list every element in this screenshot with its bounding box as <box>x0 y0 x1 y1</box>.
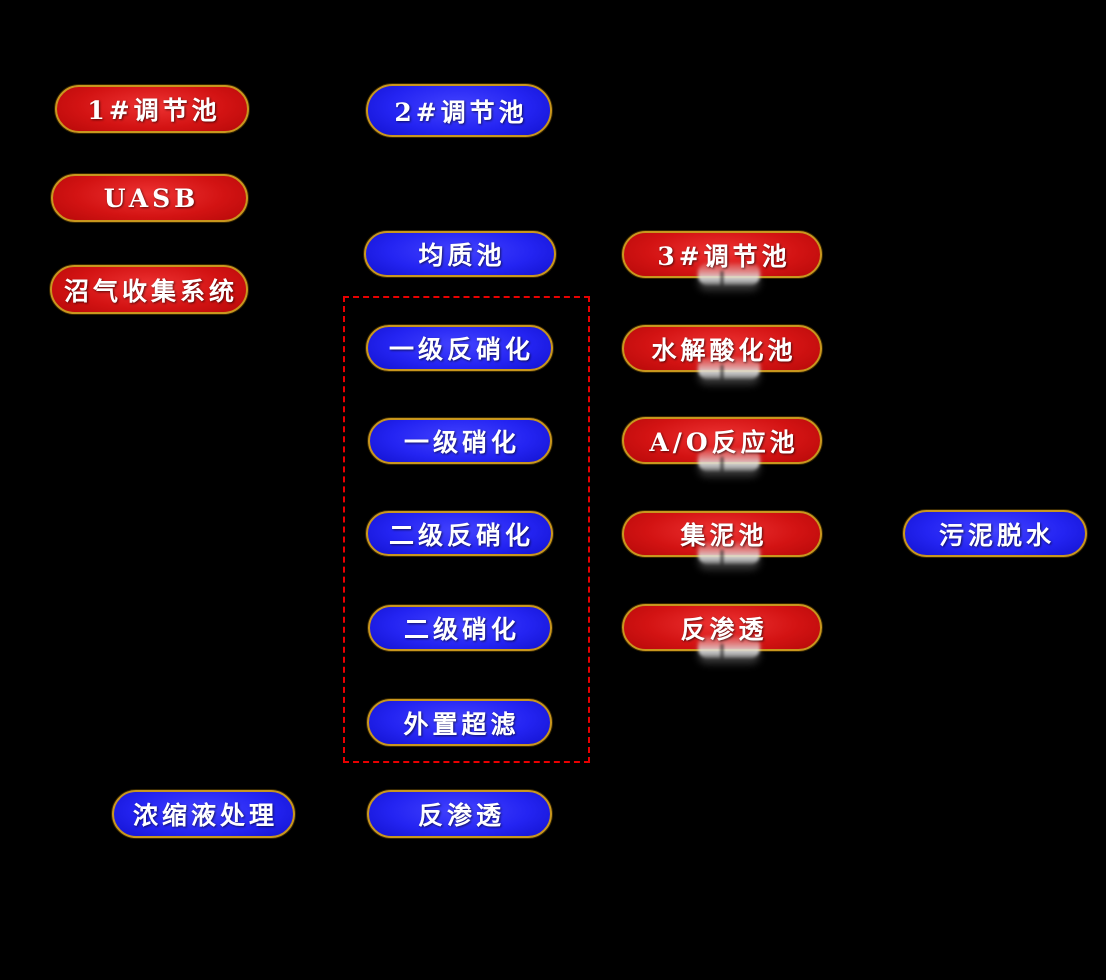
node-label: 水解酸化池 <box>651 335 797 365</box>
node-label: 污泥脱水 <box>938 520 1055 550</box>
node-nitrification-1: 一级硝化 <box>368 418 552 464</box>
node-label: 浓缩液处理 <box>132 801 278 830</box>
node-uasb: UASB <box>51 174 248 222</box>
dashed-group-border <box>343 296 590 763</box>
node-nitrification-2: 二级硝化 <box>368 605 552 651</box>
node-tank-2: 2#调节池 <box>366 84 552 137</box>
node-concentrate-treatment: 浓缩液处理 <box>112 790 295 838</box>
node-hydrolysis-tank: 水解酸化池 <box>622 325 822 379</box>
node-label: 3#调节池 <box>657 241 791 271</box>
node-reverse-osmosis-bottom: 反渗透 <box>367 790 552 838</box>
node-sludge-sump: 集泥池 <box>622 511 822 564</box>
connector-stub-highlight <box>698 357 760 379</box>
node-ao-reactor: A/O反应池 <box>622 417 822 471</box>
node-label: 反渗透 <box>680 614 768 644</box>
node-external-ultrafiltration: 外置超滤 <box>367 699 552 746</box>
node-label: A/O反应池 <box>649 427 799 457</box>
connector-stub-highlight <box>698 542 760 564</box>
node-label: 一级反硝化 <box>388 335 534 364</box>
node-label: 反渗透 <box>417 801 505 830</box>
node-label: 一级硝化 <box>403 428 520 457</box>
node-homogenizing-tank: 均质池 <box>364 231 556 277</box>
connector-stub-highlight <box>698 263 760 285</box>
node-label: 沼气收集系统 <box>63 276 238 306</box>
node-label: 2#调节池 <box>394 97 528 127</box>
node-label: 集泥池 <box>680 521 768 550</box>
connector-stub-highlight <box>698 449 760 471</box>
node-label: 外置超滤 <box>403 709 520 739</box>
node-tank-3: 3#调节池 <box>622 231 822 285</box>
node-tank-1: 1#调节池 <box>55 85 249 133</box>
node-label: 二级反硝化 <box>388 520 534 550</box>
node-label: 二级硝化 <box>403 615 520 644</box>
node-denitrification-1: 一级反硝化 <box>366 325 553 371</box>
node-biogas-collection: 沼气收集系统 <box>50 265 248 314</box>
node-denitrification-2: 二级反硝化 <box>366 511 553 556</box>
node-label: 均质池 <box>418 241 506 270</box>
node-reverse-osmosis-right: 反渗透 <box>622 604 822 658</box>
node-sludge-dewatering: 污泥脱水 <box>903 510 1087 557</box>
node-label: UASB <box>103 183 200 213</box>
node-label: 1#调节池 <box>87 96 221 125</box>
connector-stub-highlight <box>698 636 760 658</box>
